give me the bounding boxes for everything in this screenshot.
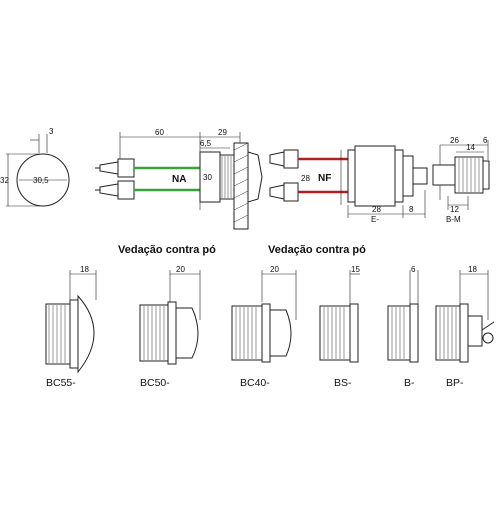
variant-code: BC50-	[140, 377, 170, 389]
dim-wire-length: 60	[155, 128, 164, 137]
dim-outer-diameter: 32	[0, 176, 9, 185]
variant-dim: 6	[411, 265, 416, 274]
variant-bp: 18 BP-	[435, 265, 495, 389]
caption-dust-seal-left: Vedação contra pó	[118, 244, 216, 256]
label-na: NA	[172, 174, 186, 185]
switch-side-view-nc: NF 28 28 8 E-	[269, 145, 428, 224]
variant-code: BS-	[334, 377, 352, 389]
connector-nc-bottom	[283, 182, 299, 202]
dim-panel: 30	[203, 173, 212, 182]
variant-bs: 15 BS-	[319, 265, 360, 389]
panel-cutout-view: 3 30,5 32	[0, 127, 70, 207]
variant-dim: 20	[270, 265, 279, 274]
connector-nc-top	[283, 149, 299, 169]
variant-dim: 15	[351, 265, 360, 274]
dim-14: 14	[466, 143, 475, 152]
model-bm: B-M	[446, 215, 461, 224]
key-actuator-view: 26 6 14 12 B-M	[432, 136, 490, 224]
variant-dim: 20	[176, 265, 185, 274]
variant-dim: 18	[80, 265, 89, 274]
switch-side-view-no: 60 29 6,5 NA 30	[95, 128, 263, 230]
model-e: E-	[371, 215, 379, 224]
variant-bc50: 20 BC50-	[139, 265, 201, 389]
dim-length: 28	[372, 205, 381, 214]
label-nf: NF	[318, 173, 331, 184]
variant-bc40: 20 BC40-	[231, 265, 297, 389]
caption-dust-seal-right: Vedação contra pó	[268, 244, 366, 256]
dim-flange: 6,5	[200, 139, 212, 148]
connector-bottom	[117, 180, 135, 200]
variant-b: 6 BP- B-	[387, 265, 419, 389]
dim-flat: 3	[49, 127, 54, 136]
variant-code: B-	[404, 377, 415, 389]
connector-top	[117, 158, 135, 178]
button-cap	[247, 151, 263, 203]
variant-dim: 18	[468, 265, 477, 274]
dim-6: 6	[483, 136, 488, 145]
variant-code: BC40-	[240, 377, 270, 389]
dim-height: 28	[301, 174, 310, 183]
variant-code: BC55-	[46, 377, 76, 389]
mushroom-cap	[77, 294, 95, 374]
variant-code: BP-	[446, 377, 464, 389]
key-ring-icon	[482, 332, 494, 344]
dim-inner-diameter: 30,5	[33, 176, 49, 185]
dim-body-length: 29	[218, 128, 227, 137]
cutout-circle	[16, 153, 70, 207]
dim-26: 26	[450, 136, 459, 145]
variant-bc55: 18 BC55-	[45, 265, 97, 389]
dim-gap: 8	[409, 205, 414, 214]
dim-12: 12	[450, 205, 459, 214]
